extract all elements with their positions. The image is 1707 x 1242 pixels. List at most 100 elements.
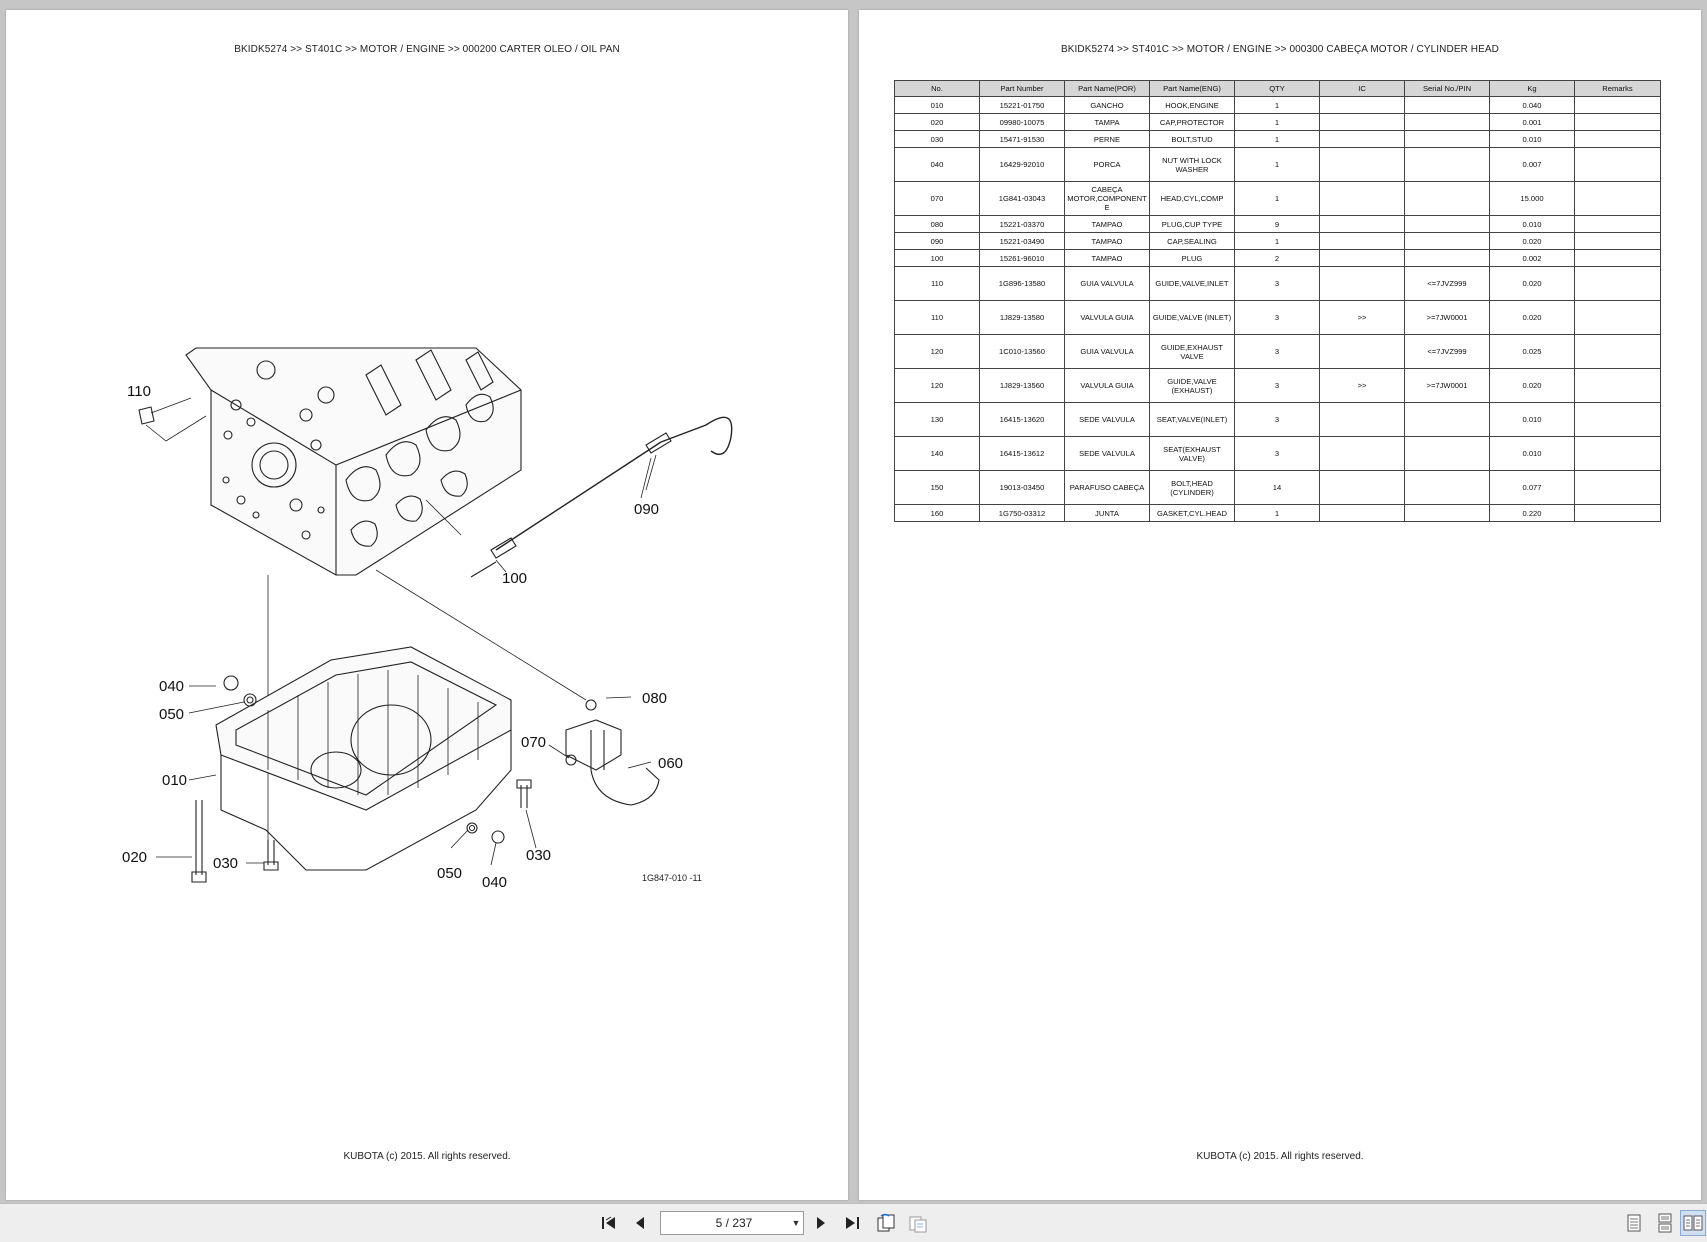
- cell-remarks: [1574, 470, 1661, 505]
- single-page-view-button[interactable]: [1621, 1210, 1647, 1236]
- cell-qty: 1: [1234, 232, 1320, 250]
- two-page-view-button[interactable]: [1680, 1210, 1706, 1236]
- first-page-button[interactable]: [596, 1210, 622, 1236]
- cell-part-number: 1J829-13560: [979, 368, 1065, 403]
- column-header: Part Name(ENG): [1149, 80, 1235, 97]
- cell-no: 140: [894, 436, 980, 471]
- cell-remarks: [1574, 266, 1661, 301]
- cell-remarks: [1574, 334, 1661, 369]
- cell-part-name-por: GUIA VALVULA: [1064, 334, 1150, 369]
- cell-serial: [1404, 232, 1490, 250]
- cell-ic: [1319, 181, 1405, 216]
- cell-part-number: 15471-91530: [979, 130, 1065, 148]
- rotate-button[interactable]: [873, 1210, 899, 1236]
- next-page-button[interactable]: [808, 1210, 834, 1236]
- cell-qty: 3: [1234, 300, 1320, 335]
- cell-part-number: 15221-03490: [979, 232, 1065, 250]
- column-header: Remarks: [1574, 80, 1661, 97]
- cell-part-name-por: TAMPA: [1064, 113, 1150, 131]
- cell-kg: 0.007: [1489, 147, 1575, 182]
- left-page-footer: KUBOTA (c) 2015. All rights reserved.: [343, 1151, 511, 1162]
- cell-remarks: [1574, 215, 1661, 233]
- cell-qty: 3: [1234, 436, 1320, 471]
- table-header-row: No. Part Number Part Name(POR) Part Name…: [894, 80, 1661, 97]
- cell-ic: [1319, 215, 1405, 233]
- cell-qty: 1: [1234, 504, 1320, 522]
- cell-part-name-eng: GUIDE,EXHAUST VALVE: [1149, 334, 1235, 369]
- cell-kg: 0.040: [1489, 96, 1575, 114]
- cell-ic: [1319, 232, 1405, 250]
- cell-kg: 0.010: [1489, 130, 1575, 148]
- continuous-view-button[interactable]: [1652, 1210, 1678, 1236]
- cell-ic: [1319, 96, 1405, 114]
- cell-qty: 1: [1234, 113, 1320, 131]
- cell-remarks: [1574, 368, 1661, 403]
- cell-no: 110: [894, 266, 980, 301]
- next-page-icon: [817, 1217, 825, 1229]
- cell-no: 160: [894, 504, 980, 522]
- last-page-icon: [846, 1217, 859, 1229]
- cell-part-number: 1J829-13580: [979, 300, 1065, 335]
- parts-table: No. Part Number Part Name(POR) Part Name…: [894, 80, 1661, 522]
- cell-qty: 2: [1234, 249, 1320, 267]
- cell-serial: [1404, 113, 1490, 131]
- cell-remarks: [1574, 130, 1661, 148]
- cell-part-name-por: VALVULA GUIA: [1064, 300, 1150, 335]
- cell-part-name-eng: CAP,SEALING: [1149, 232, 1235, 250]
- cell-serial: <=7JVZ999: [1404, 266, 1490, 301]
- cell-part-number: 1C010-13560: [979, 334, 1065, 369]
- callout-070: 070: [521, 734, 546, 751]
- cell-part-name-eng: BOLT,STUD: [1149, 130, 1235, 148]
- last-page-button[interactable]: [839, 1210, 865, 1236]
- cell-serial: [1404, 181, 1490, 216]
- callout-040-bottom: 040: [482, 874, 507, 891]
- cell-serial: [1404, 504, 1490, 522]
- chevron-down-icon[interactable]: ▼: [791, 1218, 801, 1228]
- cell-part-name-por: GUIA VALVULA: [1064, 266, 1150, 301]
- cell-remarks: [1574, 113, 1661, 131]
- cell-no: 030: [894, 130, 980, 148]
- cell-no: 010: [894, 96, 980, 114]
- compare-button[interactable]: [905, 1210, 931, 1236]
- cell-ic: [1319, 436, 1405, 471]
- single-page-view-icon: [1627, 1214, 1641, 1232]
- cell-part-number: 19013-03450: [979, 470, 1065, 505]
- callout-060: 060: [658, 755, 683, 772]
- callout-110: 110: [127, 383, 151, 400]
- cell-remarks: [1574, 504, 1661, 522]
- cell-ic: [1319, 334, 1405, 369]
- cell-no: 080: [894, 215, 980, 233]
- cell-kg: 0.010: [1489, 215, 1575, 233]
- callout-020: 020: [122, 849, 147, 866]
- cell-part-name-eng: GASKET,CYL.HEAD: [1149, 504, 1235, 522]
- prev-page-button[interactable]: [627, 1210, 653, 1236]
- left-page-header: BKIDK5274 >> ST401C >> MOTOR / ENGINE >>…: [234, 44, 620, 55]
- cell-qty: 1: [1234, 96, 1320, 114]
- cell-ic: [1319, 147, 1405, 182]
- callout-010: 010: [162, 772, 187, 789]
- rotate-icon: [877, 1213, 895, 1232]
- cell-ic: [1319, 266, 1405, 301]
- cell-part-name-por: TAMPAO: [1064, 232, 1150, 250]
- cell-kg: 0.010: [1489, 436, 1575, 471]
- cell-part-name-eng: SEAT,VALVE(INLET): [1149, 402, 1235, 437]
- cell-part-number: 15261-96010: [979, 249, 1065, 267]
- cell-kg: 15.000: [1489, 181, 1575, 216]
- cell-part-number: 1G896-13580: [979, 266, 1065, 301]
- viewer-toolbar: 5 / 237 ▼: [0, 1203, 1707, 1242]
- cell-part-name-eng: GUIDE,VALVE (EXHAUST): [1149, 368, 1235, 403]
- cell-part-name-eng: PLUG: [1149, 249, 1235, 267]
- cell-part-name-eng: GUIDE,VALVE,INLET: [1149, 266, 1235, 301]
- cell-qty: 1: [1234, 181, 1320, 216]
- left-page: BKIDK5274 >> ST401C >> MOTOR / ENGINE >>…: [6, 10, 848, 1200]
- page-number-field[interactable]: 5 / 237 ▼: [660, 1211, 804, 1235]
- cell-qty: 1: [1234, 147, 1320, 182]
- column-header: Kg: [1489, 80, 1575, 97]
